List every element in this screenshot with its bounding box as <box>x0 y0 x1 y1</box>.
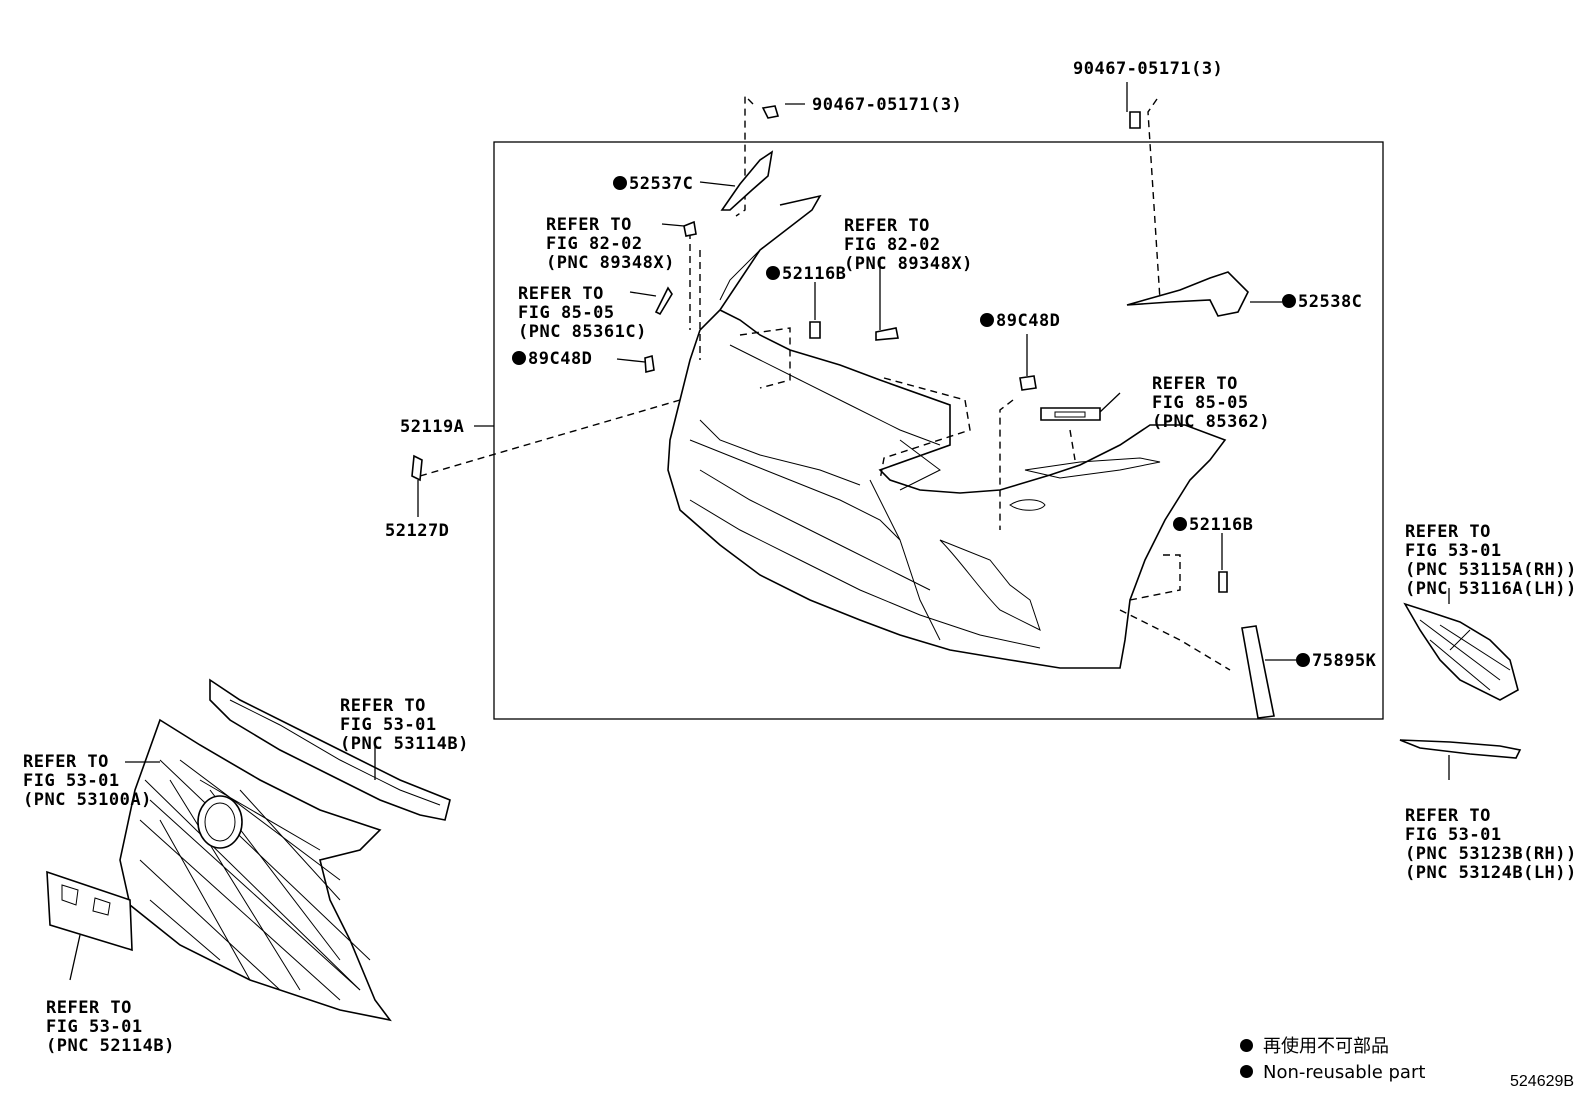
non-reusable-dot-icon <box>1173 517 1187 531</box>
part-52537c <box>720 150 774 211</box>
side-grille <box>1403 602 1519 701</box>
label-52116b-top: 52116B <box>766 265 846 284</box>
part-52538c <box>1126 271 1249 317</box>
label-52127d: 52127D <box>385 521 450 541</box>
part-85362 <box>1040 407 1101 421</box>
radiator-grille <box>119 718 392 1022</box>
non-reusable-dot-icon <box>613 176 627 190</box>
non-reusable-dot-icon <box>1282 294 1296 308</box>
figure-number: 524629B <box>1510 1073 1575 1090</box>
label-89c48d-left: 89C48D <box>512 350 592 369</box>
non-reusable-dot-icon <box>980 313 994 327</box>
legend-row-japanese: 再使用不可部品 <box>1240 1036 1425 1058</box>
non-reusable-dot-icon <box>512 351 526 365</box>
legend-row-english: Non-reusable part <box>1240 1062 1425 1084</box>
clip-90467-top-right <box>1129 111 1141 129</box>
label-52116b-right: 52116B <box>1173 516 1253 535</box>
side-molding <box>1399 739 1522 759</box>
license-plate-bracket <box>46 870 133 952</box>
bumper-assembly-frame <box>493 141 1384 720</box>
label-52119a: 52119A <box>400 417 465 437</box>
label-leaders <box>69 82 1450 981</box>
non-reusable-dot-icon <box>1296 653 1310 667</box>
label-52538c: 52538C <box>1282 293 1362 312</box>
non-reusable-dot-icon <box>766 266 780 280</box>
label-clip-90467-top-right: 90467-05171(3) <box>1073 59 1224 79</box>
label-89c48d-right: 89C48D <box>980 312 1060 331</box>
label-75895k: 75895K <box>1296 652 1376 671</box>
label-52537c: 52537C <box>613 175 693 194</box>
legend: 再使用不可部品 Non-reusable part <box>1240 1036 1425 1084</box>
part-52116b-top <box>809 321 821 339</box>
part-85361c <box>654 286 673 316</box>
part-75895k <box>1241 625 1275 719</box>
grille-retainer <box>209 678 451 821</box>
part-89348x-left <box>683 220 697 237</box>
dashed-leaders <box>419 94 1231 671</box>
part-52116b-right <box>1218 571 1228 593</box>
non-reusable-dot-icon <box>1240 1039 1253 1052</box>
front-bumper-cover <box>667 194 1227 669</box>
non-reusable-dot-icon <box>1240 1065 1253 1078</box>
part-52119a <box>411 454 423 482</box>
part-89348x-center <box>875 327 899 341</box>
label-clip-90467-top-left: 90467-05171(3) <box>812 95 963 115</box>
clip-90467-top-left <box>761 105 780 119</box>
part-89c48d-right <box>1019 375 1037 391</box>
part-89c48d-left <box>644 354 655 374</box>
